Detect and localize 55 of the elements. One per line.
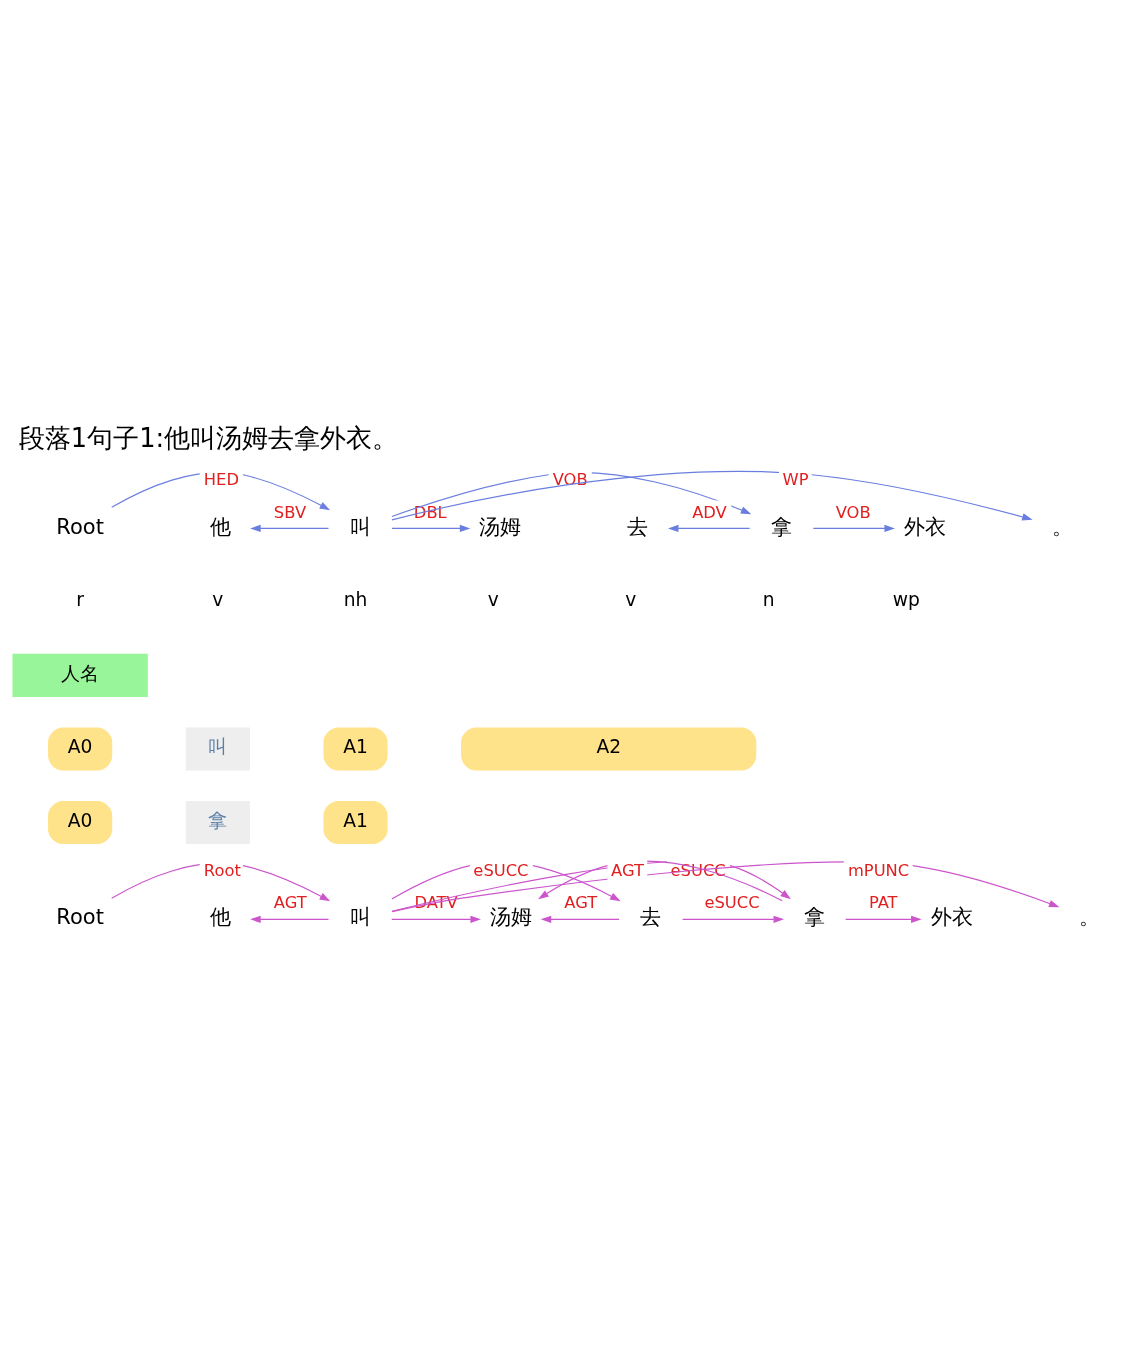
edge-label: VOB: [552, 469, 588, 489]
arrow: [391, 861, 1060, 913]
node-text: 拿: [803, 905, 825, 930]
arrow: [250, 524, 330, 533]
edge-label: AGT: [611, 860, 644, 880]
node-text: 去: [627, 514, 649, 539]
node-text: 。: [1078, 905, 1100, 930]
node-box: A0: [48, 800, 113, 845]
node-text: 。: [1052, 514, 1074, 539]
edge-label: DBL: [413, 502, 447, 522]
edge-label: SBV: [273, 502, 307, 522]
node-box: A0: [48, 727, 113, 771]
node-text: 拿: [770, 514, 792, 539]
node-text: 叫: [349, 905, 371, 930]
label: v: [625, 589, 637, 611]
edge-label: VOB: [835, 502, 871, 522]
edge-label: ADV: [692, 502, 727, 522]
edge-label: WP: [782, 469, 809, 489]
edge-label: AGT: [273, 893, 307, 913]
node-box: A1: [323, 800, 388, 845]
arrow: [667, 524, 751, 533]
node-text: 外衣: [903, 514, 946, 539]
node-text: Root: [56, 905, 104, 930]
node-text: 去: [640, 905, 662, 930]
label: v: [487, 589, 499, 611]
node-text: 他: [209, 905, 231, 930]
label: nh: [343, 589, 368, 611]
node-text: 汤姆: [479, 514, 522, 539]
edge-label: Root: [203, 860, 241, 880]
arrow: [845, 915, 922, 923]
arrow: [250, 915, 330, 923]
arrow: [391, 524, 471, 533]
edge-label: PAT: [868, 893, 898, 913]
label: n: [762, 589, 775, 611]
edge-label: HED: [203, 469, 239, 489]
node-text: Root: [56, 514, 104, 539]
arrow: [812, 524, 895, 533]
diagram-title: 段落1句子1:他叫汤姆去拿外衣。: [18, 422, 399, 453]
node-text: 外衣: [930, 905, 973, 930]
node-text: 他: [209, 514, 231, 539]
label: v: [212, 589, 224, 611]
arrow: [391, 915, 481, 923]
edge-label: eSUCC: [704, 893, 760, 913]
node-box: 人名: [12, 653, 148, 698]
edge-label: mPUNC: [847, 860, 910, 880]
label: r: [76, 589, 84, 611]
label: wp: [892, 589, 920, 611]
edge-label: AGT: [564, 893, 598, 913]
node-text: 叫: [349, 514, 371, 539]
node-box: A1: [323, 727, 388, 771]
arrow: [540, 915, 620, 923]
node-box: A2: [461, 727, 757, 771]
node-text: 汤姆: [489, 905, 532, 930]
edge-label: eSUCC: [473, 860, 529, 880]
arrow: [682, 915, 785, 923]
